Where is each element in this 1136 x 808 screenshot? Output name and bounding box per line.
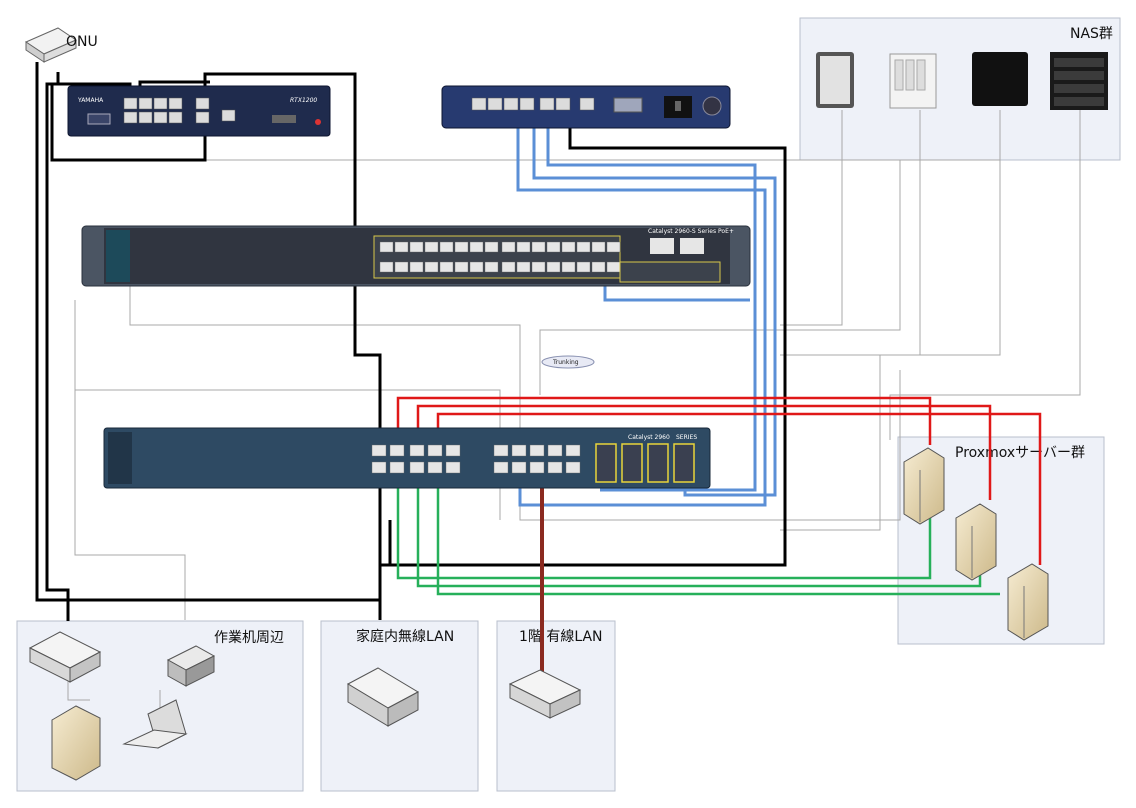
desk-laptop — [122, 699, 188, 749]
desk-printer — [166, 645, 216, 687]
black-links — [35, 62, 787, 621]
switch-main-series: SERIES — [676, 434, 697, 441]
trunking-label: Trunking — [552, 359, 579, 366]
wired-zone-label: 1階 有線LAN — [519, 629, 603, 645]
proxmox-zone-label: Proxmoxサーバー群 — [955, 445, 1085, 461]
desk-hub — [28, 631, 102, 683]
proxmox-server-3 — [1007, 563, 1049, 641]
nas-zone-label: NAS群 — [1070, 26, 1113, 42]
router-brand: YAMAHA — [77, 97, 104, 104]
workdesk-zone-label: 作業机周辺 — [214, 630, 284, 646]
yamaha-router: YAMAHA RTX1200 — [67, 85, 331, 137]
blue-links — [516, 110, 777, 507]
proxmox-server-2 — [955, 503, 997, 581]
wireless-zone-label: 家庭内無線LAN — [356, 628, 454, 645]
nas-device-3 — [972, 52, 1028, 106]
switch-main-model: Catalyst 2960 — [628, 434, 670, 441]
catalyst-2960s-switch: Catalyst 2960-S Series PoE+ — [81, 225, 751, 287]
proxmox-server-1 — [903, 447, 945, 525]
switch-top-model: Catalyst 2960-S Series PoE+ — [648, 228, 734, 235]
catalyst-2960-switch: Catalyst 2960 SERIES — [103, 427, 711, 489]
onu-label: ONU — [66, 34, 98, 50]
nas-device-4 — [1050, 52, 1108, 110]
wired-hub — [508, 669, 582, 719]
router-model: RTX1200 — [290, 97, 317, 104]
onu-device — [24, 27, 78, 63]
wireless-router — [346, 667, 420, 727]
desk-server — [51, 705, 101, 781]
nas-device-1 — [816, 52, 854, 108]
nas-device-2 — [889, 53, 937, 109]
trunking-bubble — [541, 355, 595, 369]
rtx-router-small — [441, 85, 731, 129]
